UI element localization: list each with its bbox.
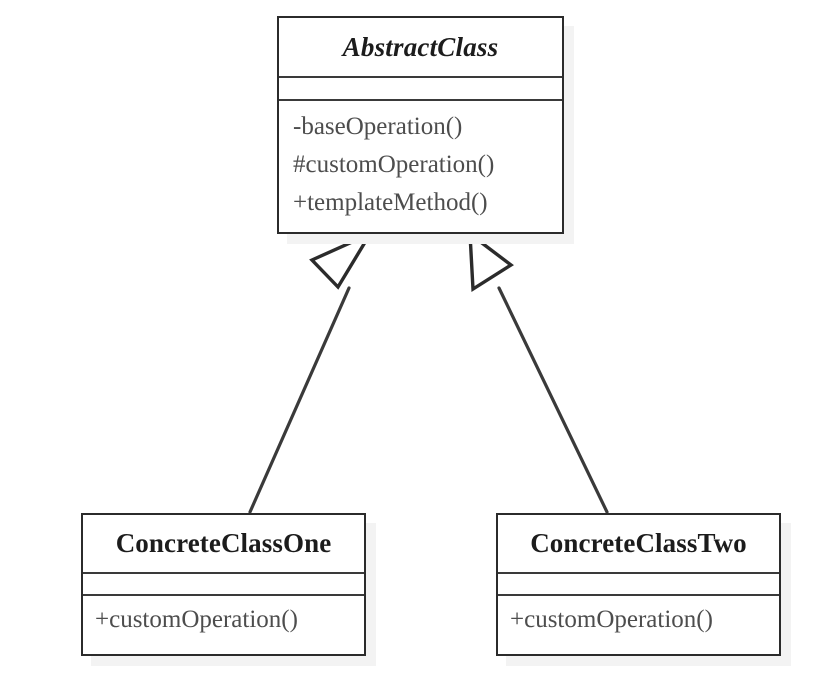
attributes-compartment-concrete-class-one <box>83 574 364 594</box>
generalization-one-line <box>248 286 351 514</box>
class-name-abstract-class: AbstractClass <box>342 32 499 62</box>
operation-base-operation: -baseOperation() <box>293 113 463 140</box>
class-box-concrete-class-one[interactable]: ConcreteClassOne +customOperation() <box>81 513 366 656</box>
divider-attributes-operations-concrete-one <box>83 594 364 596</box>
divider-name-attributes-abstract <box>279 76 562 78</box>
generalization-one-arrowhead <box>309 230 375 290</box>
divider-name-attributes-concrete-two <box>498 572 779 574</box>
operations-compartment-concrete-class-one: +customOperation() <box>83 596 364 640</box>
class-name-concrete-class-one: ConcreteClassOne <box>115 528 332 558</box>
operation-custom-operation: #customOperation() <box>293 151 495 178</box>
class-name-concrete-class-two: ConcreteClassTwo <box>530 528 747 558</box>
generalization-two-arrowhead <box>468 230 514 292</box>
class-box-abstract-class[interactable]: AbstractClass -baseOperation() #customOp… <box>277 16 564 234</box>
attributes-compartment-abstract-class <box>279 78 562 99</box>
operation-custom-operation-one: +customOperation() <box>95 606 298 633</box>
class-box-concrete-class-two[interactable]: ConcreteClassTwo +customOperation() <box>496 513 781 656</box>
generalization-two[interactable] <box>468 230 609 514</box>
divider-attributes-operations-concrete-two <box>498 594 779 596</box>
operation-template-method: +templateMethod() <box>293 189 488 216</box>
operations-compartment-abstract-class: -baseOperation() #customOperation() +tem… <box>279 101 562 222</box>
attributes-compartment-concrete-class-two <box>498 574 779 594</box>
operation-custom-operation-two: +customOperation() <box>510 606 713 633</box>
generalization-one[interactable] <box>248 230 375 514</box>
generalization-two-line <box>497 286 609 514</box>
divider-attributes-operations-abstract <box>279 99 562 101</box>
divider-name-attributes-concrete-one <box>83 572 364 574</box>
operations-compartment-concrete-class-two: +customOperation() <box>498 596 779 640</box>
